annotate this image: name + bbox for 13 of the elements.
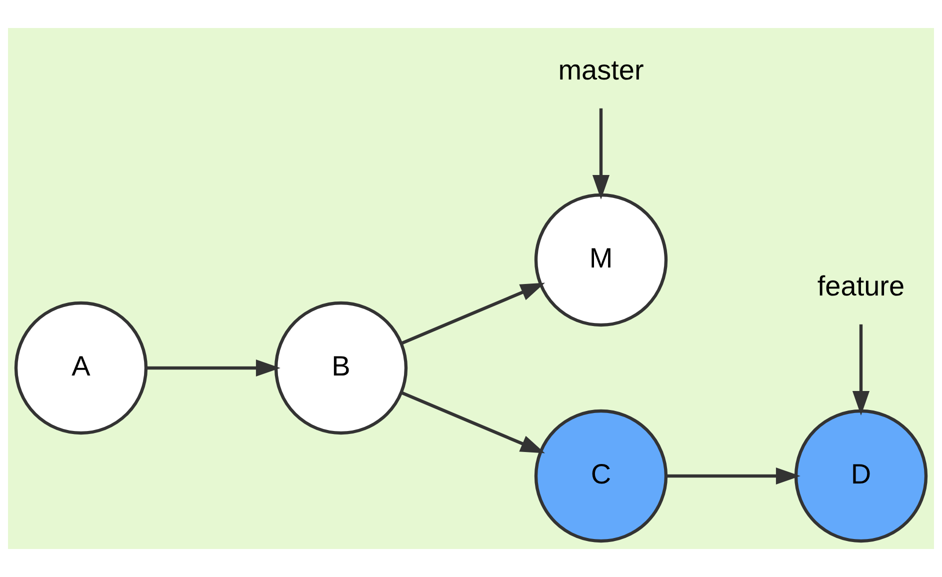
arrow bbox=[852, 324, 870, 416]
arrow bbox=[401, 391, 545, 454]
node-circle: C bbox=[534, 409, 668, 543]
arrow bbox=[666, 467, 800, 485]
node-text: master bbox=[558, 54, 644, 86]
arrow bbox=[592, 108, 610, 200]
node-circle: A bbox=[14, 301, 148, 435]
node-circle: D bbox=[794, 409, 928, 543]
arrow bbox=[401, 282, 545, 345]
node-circle: B bbox=[274, 301, 408, 435]
node-circle: M bbox=[534, 193, 668, 327]
node-text: feature bbox=[817, 270, 905, 302]
arrow bbox=[146, 359, 280, 377]
